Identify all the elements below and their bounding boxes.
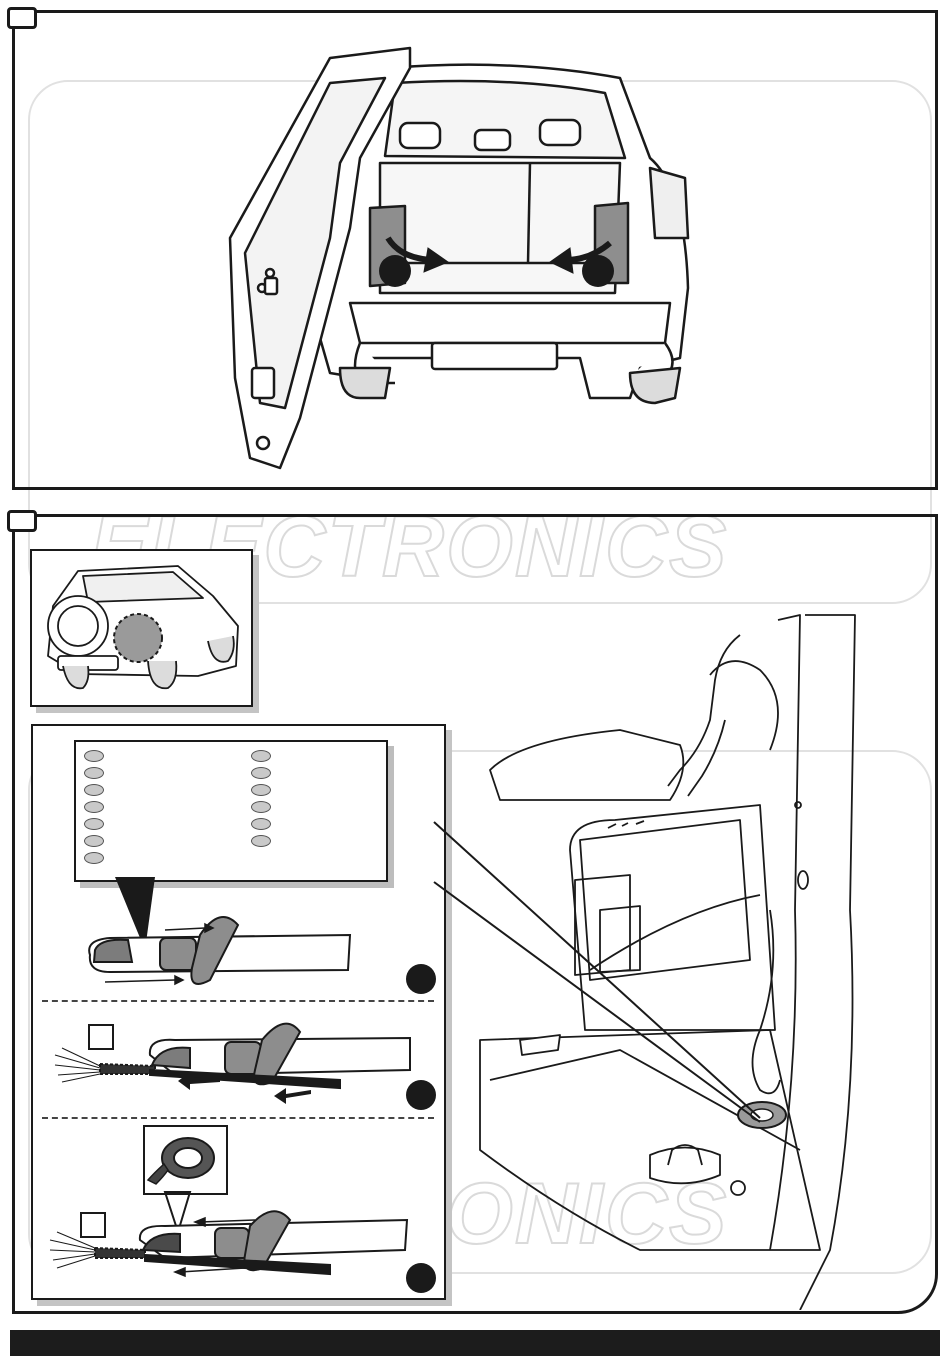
footer-bar	[10, 1330, 940, 1356]
legend-oval-l5	[84, 818, 104, 830]
legend-oval-l7	[84, 852, 104, 864]
wire-color-legend	[74, 740, 388, 882]
divider-a-b	[42, 1000, 434, 1002]
cable-grommet-illustration-c	[45, 1210, 415, 1290]
callout-lines	[430, 820, 780, 1130]
legend-oval-r3	[251, 784, 271, 796]
legend-oval-r1	[251, 750, 271, 762]
legend-oval-r2	[251, 767, 271, 779]
cable-grommet-illustration-a	[80, 910, 370, 990]
legend-oval-l1	[84, 750, 104, 762]
divider-b-c	[42, 1117, 434, 1119]
step-2-number-box	[7, 510, 37, 532]
step-1-number-box	[7, 7, 37, 29]
step-c-bullet	[406, 1263, 436, 1293]
legend-oval-l4	[84, 801, 104, 813]
car-rear-open-illustration	[210, 38, 700, 478]
legend-oval-r5	[251, 818, 271, 830]
legend-oval-l3	[84, 784, 104, 796]
legend-oval-r4	[251, 801, 271, 813]
legend-oval-l2	[84, 767, 104, 779]
car-overview-illustration	[38, 556, 243, 696]
legend-oval-r6	[251, 835, 271, 847]
cable-grommet-illustration-b	[50, 1020, 420, 1110]
tape-roll-icon	[146, 1128, 222, 1188]
legend-oval-l6	[84, 835, 104, 847]
